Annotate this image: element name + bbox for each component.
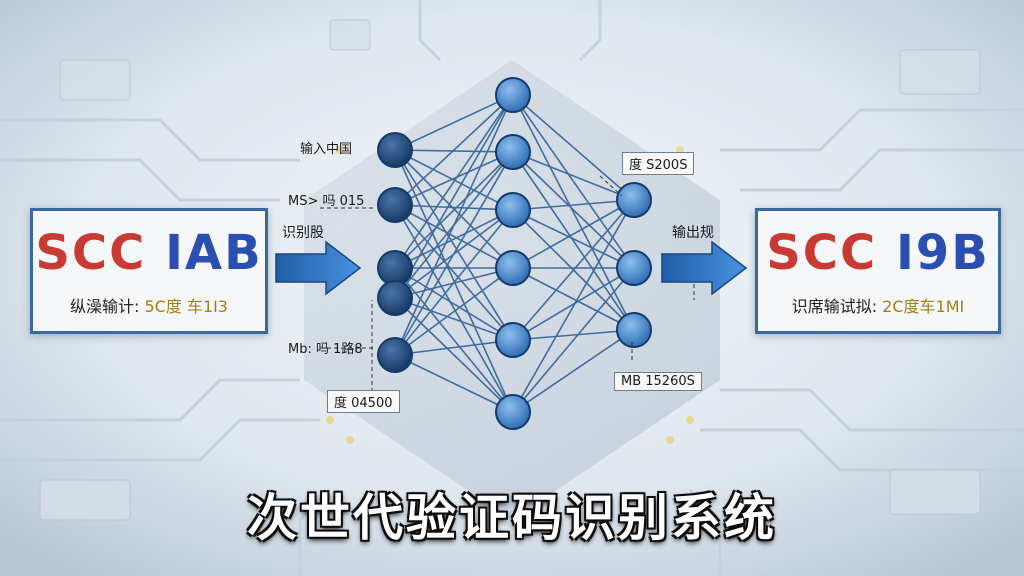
network-edge bbox=[394, 209, 514, 356]
network-node-layer-3 bbox=[616, 182, 652, 218]
network-edge bbox=[512, 267, 635, 413]
network-node-layer-3 bbox=[616, 250, 652, 286]
network-node-layer-2 bbox=[495, 250, 531, 286]
label-low-left: Mb: 吗 1路8 bbox=[288, 342, 363, 357]
network-edge bbox=[512, 199, 635, 211]
network-edge bbox=[512, 151, 635, 269]
network-edge bbox=[512, 329, 635, 341]
network-edge bbox=[394, 149, 514, 413]
network-edge bbox=[512, 151, 635, 201]
network-node-layer-2 bbox=[495, 77, 531, 113]
network-node-layer-2 bbox=[495, 134, 531, 170]
network-edge bbox=[394, 94, 514, 356]
network-edge bbox=[394, 267, 514, 356]
network-edge bbox=[512, 199, 635, 269]
network-edge bbox=[512, 267, 635, 331]
label-box-bottom-right: MB 15260S bbox=[614, 372, 702, 391]
network-edge bbox=[394, 267, 514, 413]
output-card-caption: 识席输试拟: 2C度车1MI bbox=[791, 297, 965, 316]
network-node-layer-1 bbox=[377, 132, 413, 168]
label-mid-left: MS> 吗 015 bbox=[288, 194, 365, 209]
network-edge bbox=[394, 204, 514, 341]
network-node-layer-2 bbox=[495, 322, 531, 358]
network-edge bbox=[512, 199, 635, 341]
label-box-top-right: 度 S200S bbox=[622, 152, 695, 175]
network-edge bbox=[394, 151, 514, 206]
page-title: 次世代验证码识别系统 bbox=[247, 489, 777, 547]
network-edge bbox=[512, 94, 635, 201]
network-node-layer-1 bbox=[377, 187, 413, 223]
pointer-line bbox=[599, 175, 623, 197]
network-edge bbox=[512, 329, 635, 413]
network-edge bbox=[512, 94, 635, 269]
network-edge bbox=[394, 204, 514, 211]
network-node-layer-1 bbox=[377, 337, 413, 373]
network-edge bbox=[394, 204, 514, 269]
network-nodes bbox=[377, 77, 652, 430]
network-node-layer-2 bbox=[495, 394, 531, 430]
network-edge bbox=[394, 149, 514, 211]
network-connections bbox=[394, 94, 635, 413]
network-edge bbox=[394, 151, 514, 269]
network-edge bbox=[394, 209, 514, 269]
network-edge bbox=[394, 94, 514, 206]
network-edge bbox=[394, 94, 514, 299]
network-edge bbox=[394, 94, 514, 151]
network-edge bbox=[512, 151, 635, 331]
input-captcha-card: SCC IAB 纵澡输计: 5C度 车1I3 bbox=[30, 208, 268, 334]
input-captcha-text: SCC IAB bbox=[35, 225, 263, 281]
network-edge bbox=[394, 354, 514, 413]
network-edge bbox=[394, 297, 514, 341]
network-edge bbox=[512, 267, 635, 341]
network-edge bbox=[394, 297, 514, 413]
network-edge bbox=[394, 267, 514, 341]
network-edge bbox=[394, 339, 514, 356]
network-edge bbox=[512, 94, 635, 331]
network-node-layer-1 bbox=[377, 280, 413, 316]
network-edge bbox=[394, 94, 514, 269]
label-output-arrow: 输出规 bbox=[672, 225, 714, 241]
network-edge bbox=[394, 149, 514, 341]
network-edge bbox=[394, 151, 514, 356]
output-captcha-card: SCC I9B 识席输试拟: 2C度车1MI bbox=[755, 208, 1001, 334]
output-arrow-icon bbox=[661, 240, 748, 296]
network-edge bbox=[512, 209, 635, 269]
input-card-caption: 纵澡输计: 5C度 车1I3 bbox=[69, 297, 228, 316]
output-captcha-text: SCC I9B bbox=[766, 225, 990, 281]
label-top-left: 输入中国 bbox=[300, 142, 353, 157]
label-box-bottom-left: 度 04500 bbox=[327, 390, 400, 413]
network-node-layer-2 bbox=[495, 192, 531, 228]
network-node-layer-1 bbox=[377, 250, 413, 286]
input-arrow-icon bbox=[275, 240, 362, 296]
network-edge bbox=[512, 199, 635, 413]
network-node-layer-3 bbox=[616, 312, 652, 348]
label-input-arrow: 识别股 bbox=[282, 225, 324, 241]
